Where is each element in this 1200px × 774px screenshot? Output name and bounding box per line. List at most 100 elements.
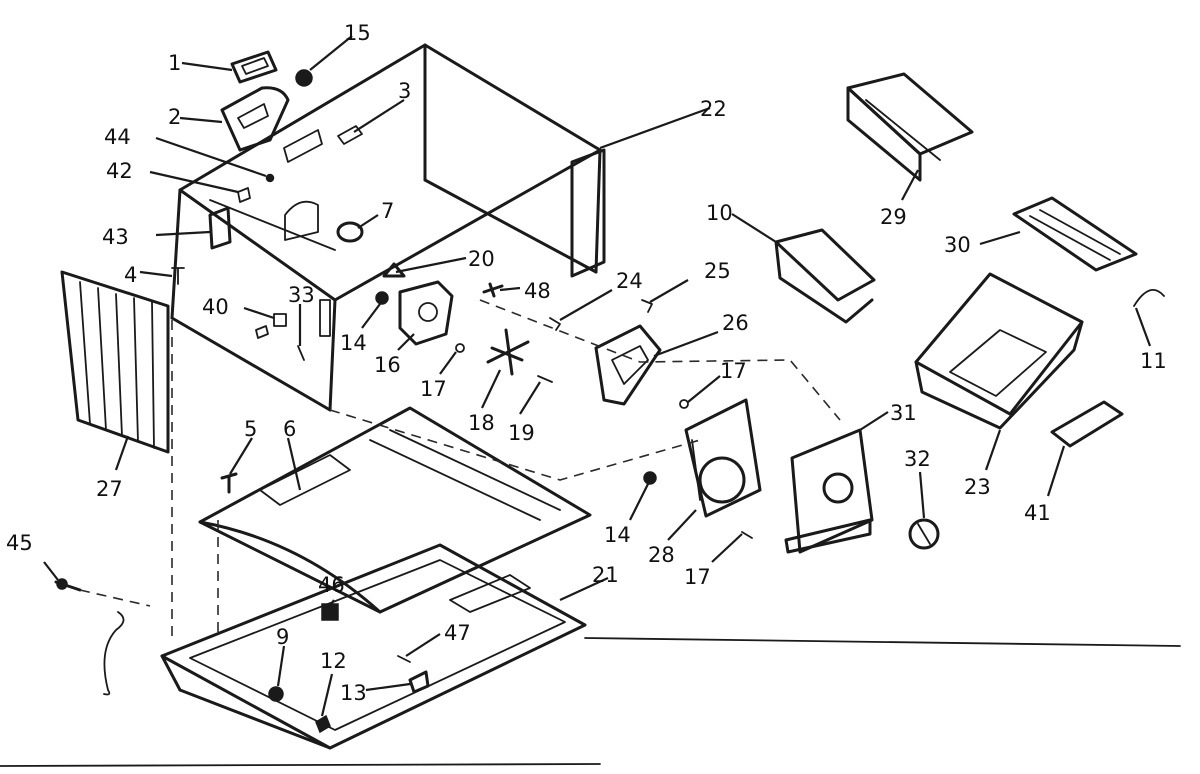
callout-46: 46 [318,573,345,597]
liner-bottom-edge [170,316,332,412]
plug-9 [268,686,284,702]
fan-motor-hub [418,302,438,322]
handle-trim-1 [230,50,278,84]
leader-14b [629,483,649,521]
leader-12 [320,673,334,717]
callout-30: 30 [944,233,971,257]
callout-7: 7 [381,199,394,223]
leader-2 [179,116,223,124]
liner-side-flange [570,148,606,278]
leader-28 [667,509,697,541]
screw-3 [337,125,363,145]
liner-vent-opening [284,200,319,241]
callout-48: 48 [524,279,551,303]
housing-body [790,428,874,554]
assembly-line [79,589,151,607]
screw-17c [741,531,753,539]
leader-17a [439,351,457,375]
callout-2: 2 [168,105,181,129]
callout-28: 28 [648,543,675,567]
callout-40: 40 [202,295,229,319]
screw-33 [297,345,305,361]
knob-indicator [917,523,931,545]
leader-14a [361,303,381,329]
leader-48 [499,286,521,292]
ice-maker-cubes [1029,209,1121,261]
screw-5 [220,472,238,494]
cover-43 [208,206,232,250]
grille-slat [133,297,139,443]
cover-panel-rib [389,429,561,511]
bracket-26 [594,324,662,406]
callout-11: 11 [1140,349,1167,373]
liner-rib [209,199,336,251]
leader-41 [1046,445,1066,497]
callout-14-lower: 14 [604,523,631,547]
callout-21: 21 [592,563,619,587]
fan-motor-16 [398,280,454,346]
leader-29 [901,169,919,201]
rule-line [584,637,1181,647]
callout-10: 10 [706,201,733,225]
knob-32 [908,518,940,550]
callout-32: 32 [904,447,931,471]
callout-17-fan: 17 [420,377,447,401]
callout-17-shroud: 17 [684,565,711,589]
leader-lines [43,35,1152,717]
grille-frame [60,270,170,454]
grille-slat [97,287,107,431]
leader-27 [114,435,130,471]
leader-19 [519,381,541,415]
callout-44: 44 [104,125,131,149]
bin-10 [774,228,876,324]
bracket-26-hole [611,345,649,385]
leader-24 [559,289,613,321]
fan-motor-body [398,280,454,346]
leader-45 [43,561,59,581]
liner-side-tab [319,299,331,337]
screw-19 [537,375,553,383]
pan-bottom-lip [178,688,332,750]
chute-side [846,86,922,182]
chute-rail [865,99,941,161]
liner-right-edge [594,148,602,274]
leader-22 [599,106,711,150]
callout-9: 9 [276,625,289,649]
handle-body [220,86,290,152]
cover-panel-top [198,406,592,614]
leader-42 [149,170,239,194]
callout-15: 15 [344,21,371,45]
plug-15 [295,69,313,87]
leader-1 [181,61,233,72]
leader-44 [155,136,267,178]
leader-17b [687,375,721,403]
leader-4 [139,270,173,278]
handle-grip [237,103,269,129]
callout-20: 20 [468,247,495,271]
leader-16 [397,333,415,351]
leader-46 [329,599,335,607]
evaporator-cover-6 [198,406,592,614]
handle-2 [220,86,290,152]
callout-24: 24 [616,269,643,293]
damper-housing-31 [784,428,874,554]
pan-outline [160,543,587,750]
callout-45: 45 [6,531,33,555]
leader-40 [243,306,275,320]
screw-17a [455,343,465,353]
grille-slat [115,293,123,437]
leader-7 [357,214,379,229]
liner-top-opening [178,43,602,302]
leader-47 [405,633,441,657]
leader-10 [731,213,777,243]
bracket-26-body [594,324,662,406]
cover-panel-rib [369,439,541,521]
leader-9 [276,645,286,687]
callout-5: 5 [244,417,257,441]
callout-27: 27 [96,477,123,501]
callout-42: 42 [106,159,133,183]
leader-15 [309,35,353,71]
nut-14a [375,291,389,305]
pan-trough [449,574,531,613]
callout-25: 25 [704,259,731,283]
